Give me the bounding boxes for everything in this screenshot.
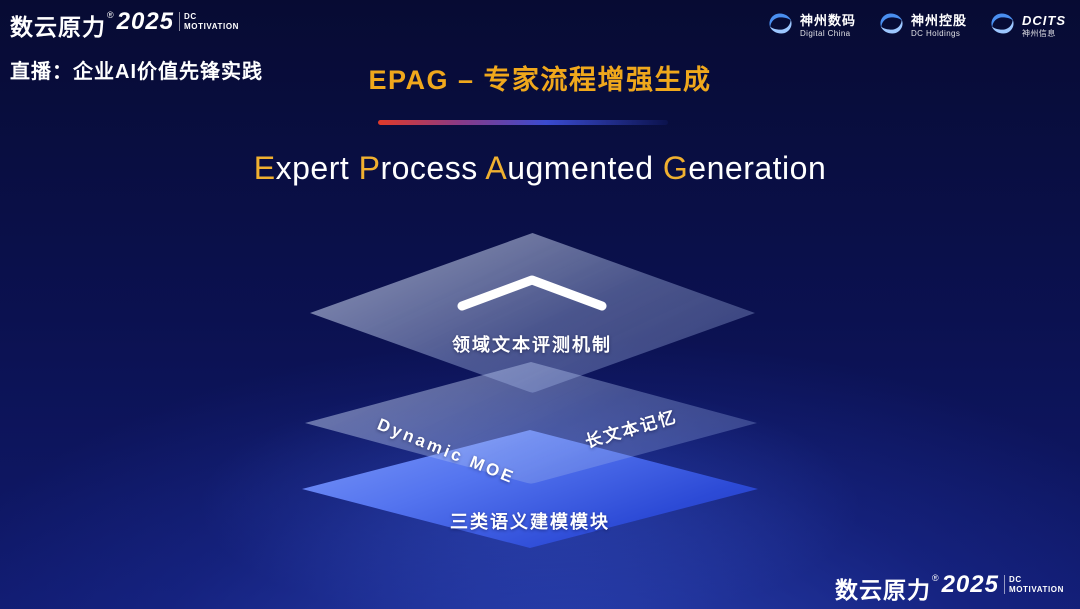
partner-name: 神州控股 — [910, 12, 967, 28]
bottom-layer-label: 三类语义建模模块 — [450, 512, 610, 532]
title-divider — [378, 120, 668, 125]
brand-name: 数云原力 — [10, 14, 106, 40]
brand-year: 2025 — [116, 8, 175, 35]
partner-dc-holdings: 神州控股 DC Holdings — [878, 10, 967, 42]
subtitle-initial-e: E — [253, 150, 276, 186]
partner-subtitle: DC Holdings — [910, 28, 961, 38]
subtitle-word-ugmented: ugmented — [507, 150, 663, 186]
live-label: 直播：企业AI价值先锋实践 — [10, 61, 263, 83]
digital-china-logo-icon — [767, 10, 794, 42]
brand-registered-mark: ® — [107, 10, 114, 20]
dcits-logo-icon — [989, 10, 1016, 42]
partner-subtitle: Digital China — [799, 28, 851, 38]
brand-name: 数云原力 — [834, 577, 931, 603]
subtitle-initial-p: P — [358, 150, 381, 186]
brand-tagline-line1: DC — [184, 12, 197, 21]
partner-name: DCITS — [1022, 12, 1066, 28]
partner-dcits: DCITS 神州信息 — [989, 10, 1066, 42]
subtitle-word-eneration: eneration — [688, 150, 827, 186]
partner-text: DCITS 神州信息 — [1022, 12, 1066, 38]
subtitle-word-rocess: rocess — [380, 150, 486, 186]
subtitle-initial-a: A — [485, 150, 508, 186]
subtitle-word-xpert: xpert — [275, 150, 359, 186]
brand-year: 2025 — [941, 571, 999, 598]
brand-registered-mark: ® — [931, 573, 939, 583]
brand-tagline-line2: MOTIVATION — [1008, 584, 1064, 594]
brand-tagline: DC MOTIVATION — [179, 12, 240, 32]
subtitle: Expert Process Augmented Generation — [0, 150, 1080, 187]
partner-logos: 神州数码 Digital China 神州控股 DC Holdings — [767, 10, 1066, 42]
partner-digital-china: 神州数码 Digital China — [767, 10, 856, 42]
brand-logo-header: 数云原力®2025 DC MOTIVATION — [10, 8, 239, 42]
partner-subtitle: 神州信息 — [1022, 28, 1056, 38]
chevron-up-icon — [452, 270, 612, 319]
brand-logo-footer: 数云原力®2025 DC MOTIVATION — [835, 571, 1064, 605]
brand-tagline-line2: MOTIVATION — [184, 21, 240, 31]
brand-tagline-line1: DC — [1008, 575, 1022, 584]
partner-name: 神州数码 — [799, 12, 856, 28]
brand-tagline: DC MOTIVATION — [1003, 575, 1064, 595]
subtitle-initial-g: G — [662, 150, 689, 186]
partner-text: 神州控股 DC Holdings — [910, 12, 967, 38]
page-title: EPAG – 专家流程增强生成 — [368, 65, 712, 95]
top-layer-label: 领域文本评测机制 — [452, 335, 612, 355]
dc-holdings-logo-icon — [878, 10, 905, 42]
partner-text: 神州数码 Digital China — [799, 12, 856, 38]
